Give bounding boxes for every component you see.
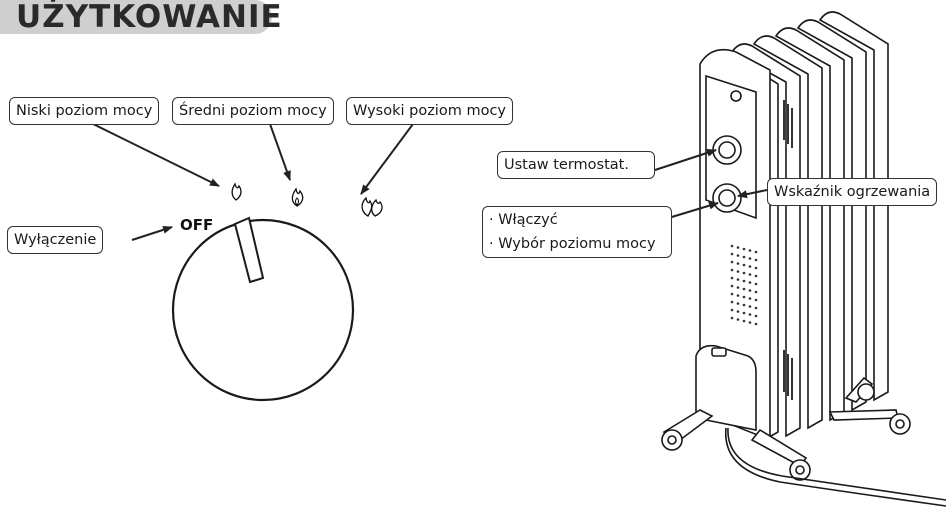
high-power-label: Wysoki poziom mocy (346, 97, 513, 125)
section-title: UŻYTKOWANIE (16, 0, 283, 35)
power-cord-edge (727, 427, 946, 501)
arrow-low (84, 119, 220, 187)
arrow-thermostat (654, 149, 717, 171)
arrow-high (360, 123, 414, 195)
oil-heater-illustration (661, 11, 911, 481)
flame-high-icon (361, 196, 383, 217)
side-vent-slots (783, 100, 793, 400)
vent-grille (730, 244, 758, 326)
arrow-medium (269, 123, 291, 181)
power-cord (725, 427, 946, 507)
flame-low-icon (231, 182, 242, 201)
switch-on-item: · Włączyć (489, 212, 558, 228)
thermostat-label: Ustaw termostat. (497, 151, 655, 179)
arrow-indicator (737, 189, 768, 199)
power-select-item: · Wybór poziomu mocy (489, 236, 656, 252)
dial-circle (171, 218, 355, 402)
section-header-tab (0, 0, 272, 34)
dial-off-label: OFF (180, 216, 214, 234)
power-dial (171, 216, 355, 402)
flame-medium-icon (291, 187, 304, 207)
heating-indicator-label: Wskaźnik ogrzewania (767, 178, 938, 206)
arrow-off (131, 225, 173, 241)
off-callout-label: Wyłączenie (7, 226, 104, 254)
dial-pointer (233, 216, 265, 284)
low-power-label: Niski poziom mocy (9, 97, 160, 125)
medium-power-label: Średni poziom mocy (172, 97, 334, 125)
switch-power-label: · Włączyć · Wybór poziomu mocy (482, 206, 672, 258)
